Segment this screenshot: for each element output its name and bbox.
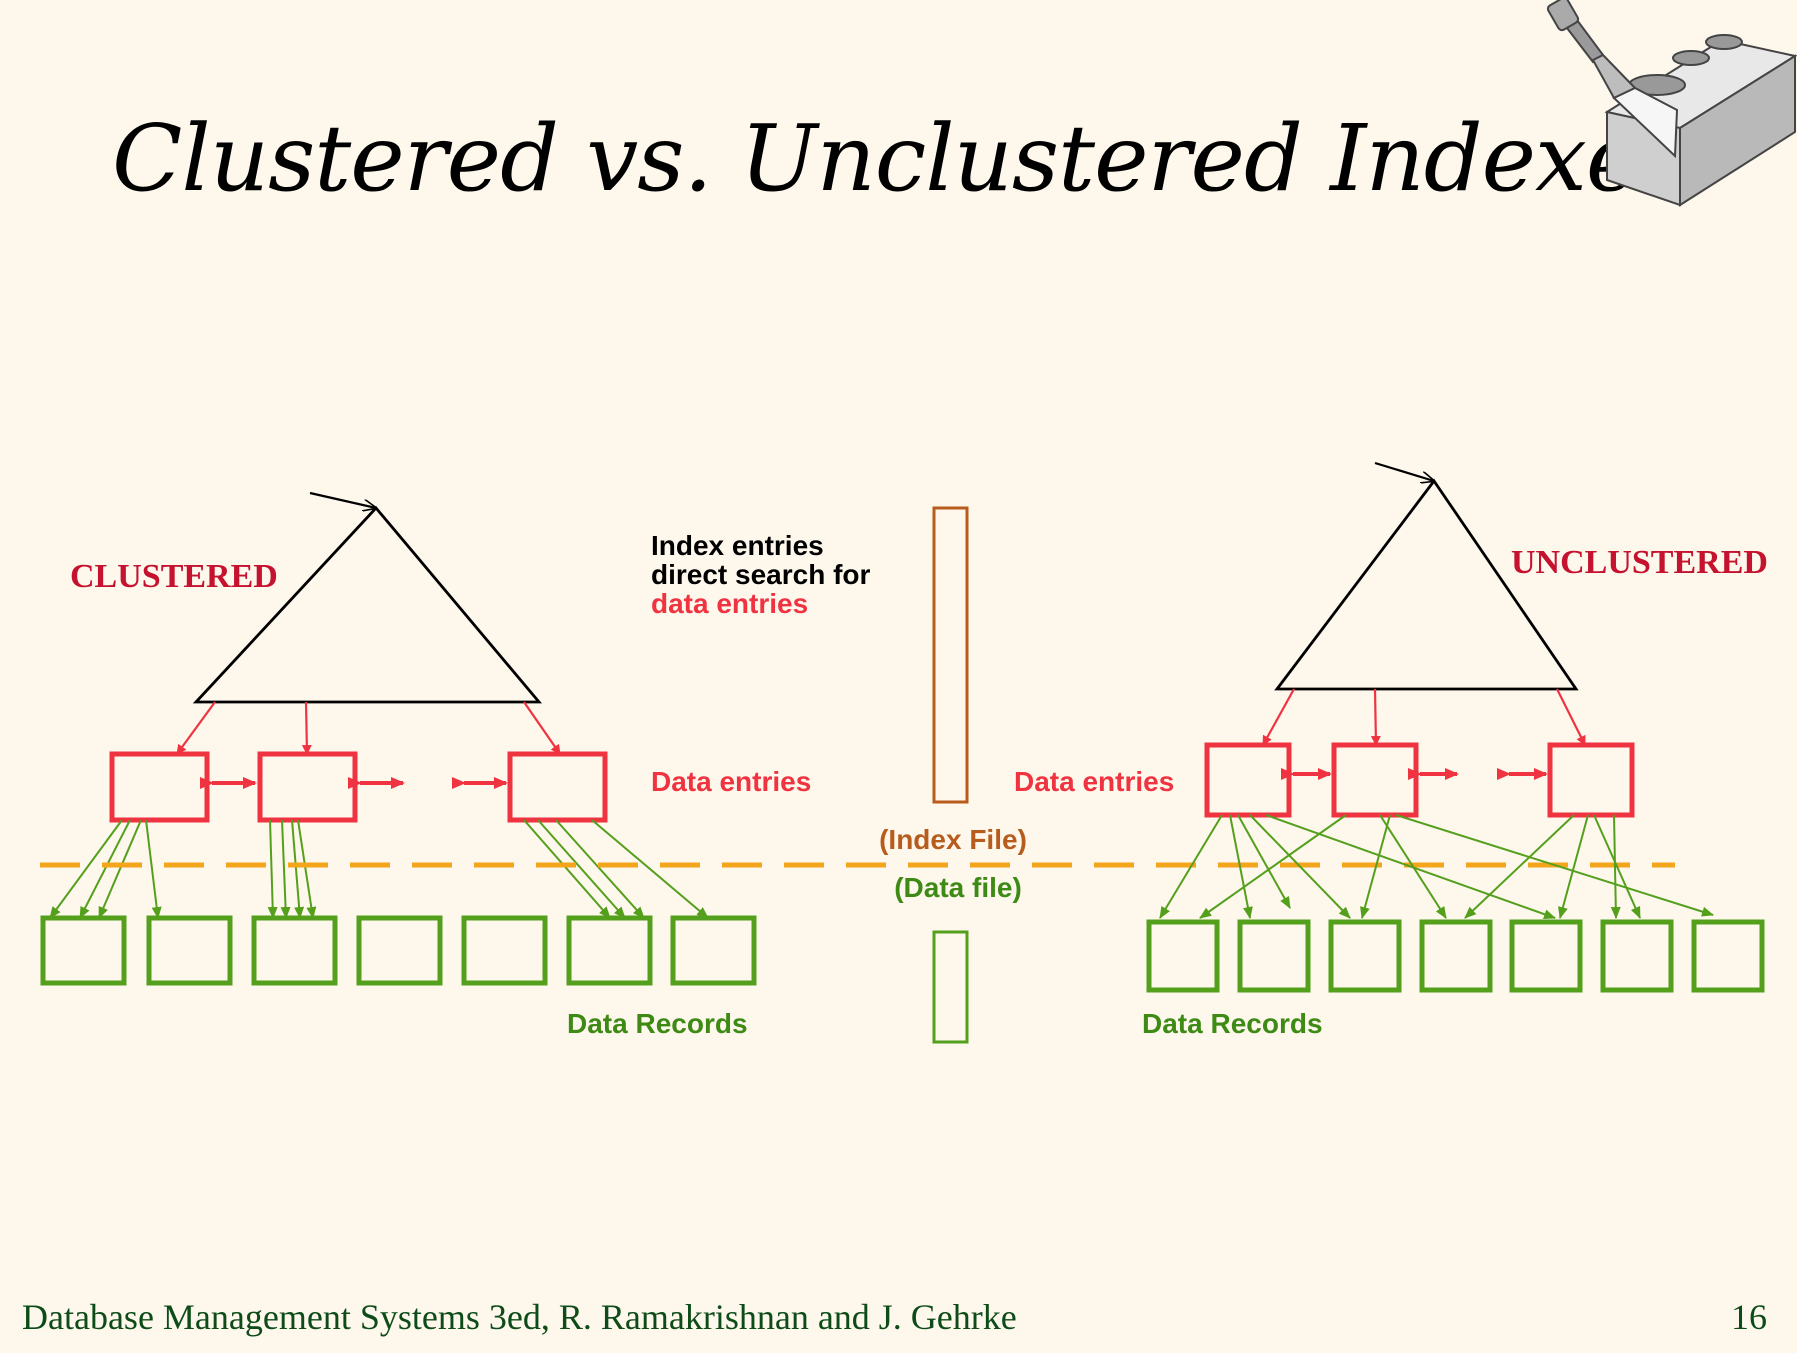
- data-entry-page: [1204, 742, 1292, 818]
- clustered-label: CLUSTERED: [70, 558, 278, 595]
- slide-title: Clustered vs. Unclustered Indexes: [112, 105, 1687, 212]
- data-record-page: [1328, 919, 1402, 993]
- data-record-page: [40, 915, 127, 986]
- data-entry-page: [257, 751, 358, 823]
- data-record-page: [1146, 919, 1220, 993]
- data-file-label: (Data file): [894, 872, 1022, 903]
- slide-page-number: 16: [1731, 1297, 1767, 1337]
- data-entry-page: [1331, 742, 1419, 818]
- clustered-data-records: [40, 915, 757, 986]
- clustered-data-entries: [109, 751, 608, 823]
- unclustered-data-records: [1146, 919, 1765, 993]
- data-entries-label-left: Data entries: [651, 766, 811, 797]
- brick-trowel-logo: [1546, 0, 1797, 207]
- data-record-page: [356, 915, 443, 986]
- data-record-page: [1237, 919, 1311, 993]
- data-record-page: [1600, 919, 1674, 993]
- unclustered-tree: [1274, 461, 1579, 691]
- unclustered-label: UNCLUSTERED: [1511, 544, 1768, 581]
- data-record-page: [1509, 919, 1583, 993]
- data-file-bar: [932, 930, 969, 1044]
- data-entries-label-right: Data entries: [1014, 766, 1174, 797]
- clustered-index-pointers: [176, 701, 561, 755]
- clustered-tree: [192, 491, 543, 704]
- unclustered-record-pointers: [1159, 814, 1714, 920]
- clustered-record-pointers: [49, 819, 709, 919]
- data-record-page: [670, 915, 757, 986]
- unclustered-index-pointers: [1262, 688, 1586, 746]
- data-record-page: [1419, 919, 1493, 993]
- data-entry-page: [507, 751, 608, 823]
- index-file-bar: [932, 506, 969, 804]
- data-entry-page: [109, 751, 210, 823]
- data-record-page: [251, 915, 338, 986]
- unclustered-data-entries: [1204, 742, 1635, 818]
- data-record-page: [566, 915, 653, 986]
- data-records-label-right: Data Records: [1142, 1008, 1323, 1039]
- index-note-line1: Index entries: [651, 530, 824, 561]
- index-note-line3: data entries: [651, 588, 808, 619]
- data-records-label-left: Data Records: [567, 1008, 748, 1039]
- data-record-page: [1691, 919, 1765, 993]
- data-record-page: [146, 915, 233, 986]
- index-note-line2: direct search for: [651, 559, 871, 590]
- data-entry-page: [1547, 742, 1635, 818]
- footer-citation: Database Management Systems 3ed, R. Rama…: [22, 1297, 1017, 1337]
- index-file-label: (Index File): [879, 824, 1027, 855]
- data-record-page: [461, 915, 548, 986]
